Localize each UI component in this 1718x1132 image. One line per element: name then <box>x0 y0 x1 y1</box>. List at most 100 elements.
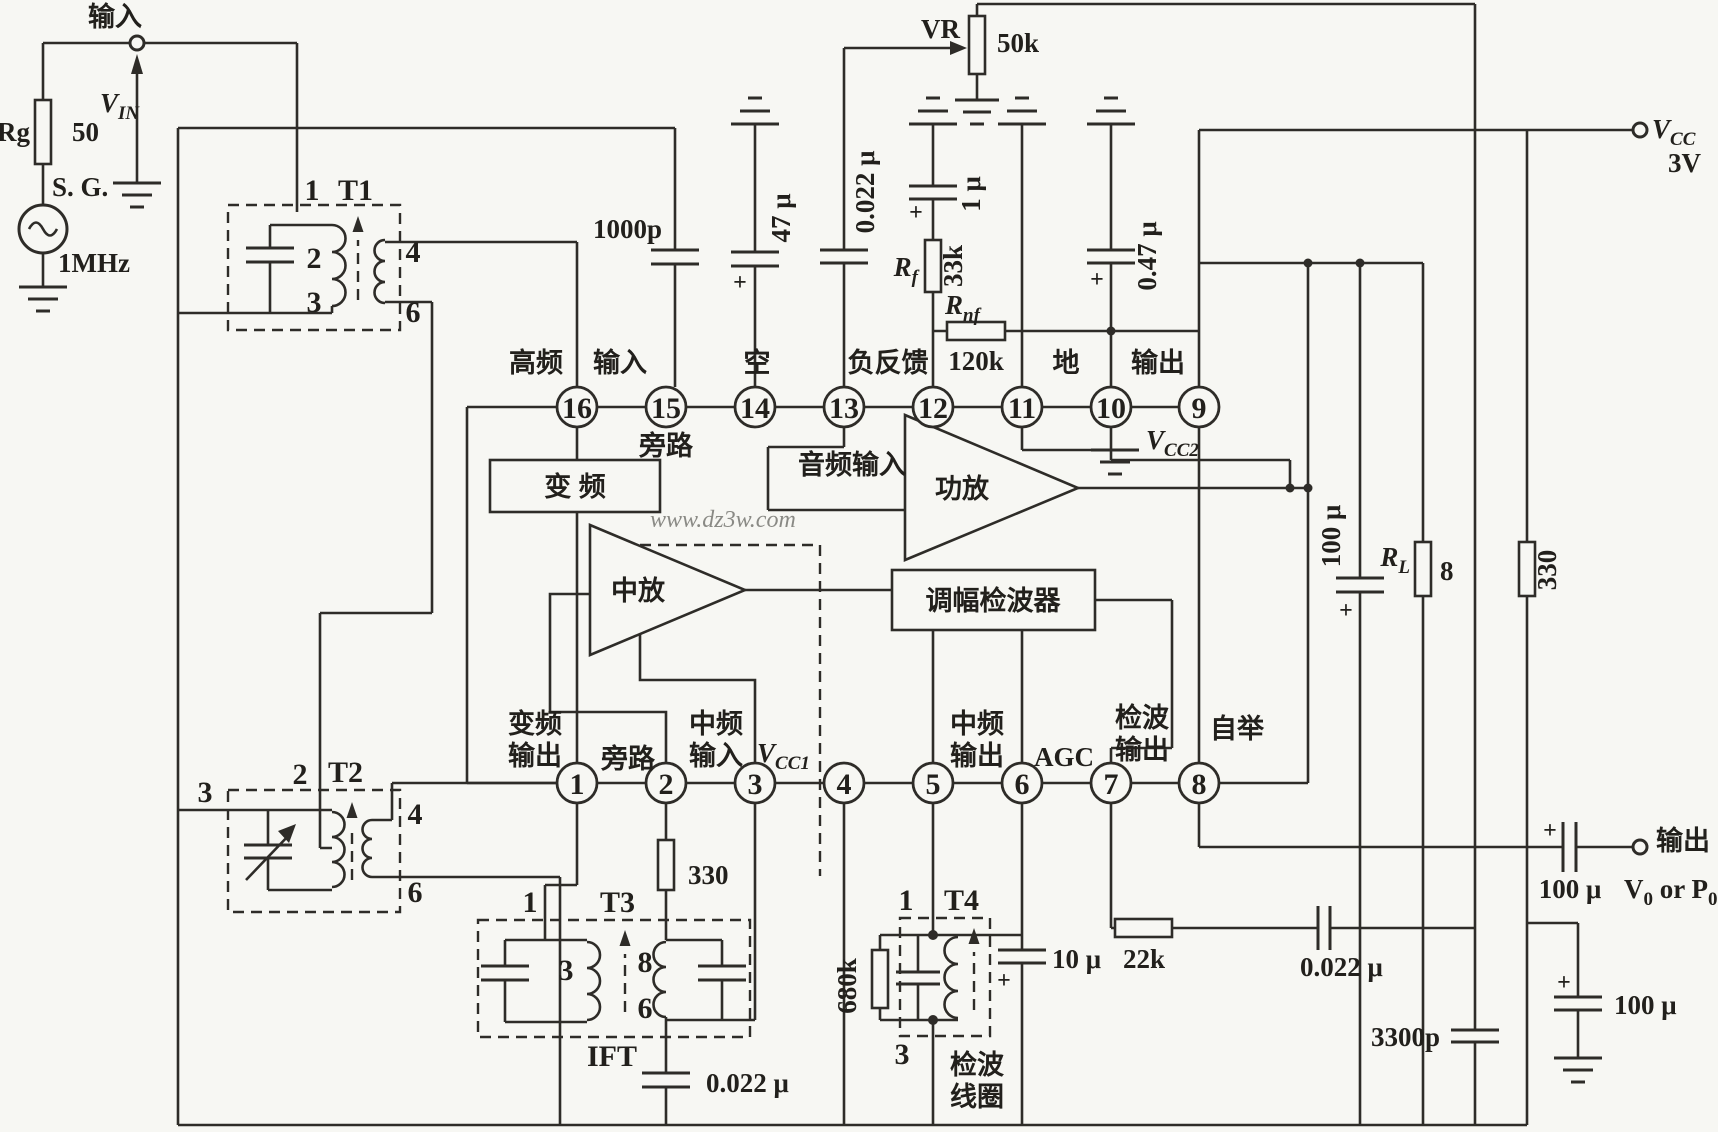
ic-pins: 16 15 14 13 12 11 10 9 1 2 3 4 5 6 7 8 <box>555 385 1221 805</box>
t2-pin3: 3 <box>198 776 213 809</box>
sg-label: S. G. <box>52 172 108 202</box>
pin5-label-b: 输出 <box>950 740 1004 771</box>
t4-cap <box>896 970 940 986</box>
svg-text:1: 1 <box>570 768 585 801</box>
t1-primary-coil <box>331 223 347 308</box>
t2-var-arrow <box>245 833 291 881</box>
cap-100u-out-value: 100 μ <box>1539 874 1602 904</box>
t1-cap <box>246 246 294 264</box>
cap-1u <box>909 184 957 201</box>
ic-pin-12: 12 <box>911 385 955 429</box>
plus-1u: + <box>909 200 923 226</box>
ic-pin-8: 8 <box>1177 761 1221 805</box>
t2-secondary-coil <box>361 818 373 879</box>
ic-pin-9: 9 <box>1177 385 1221 429</box>
t1-pin2: 2 <box>307 242 322 275</box>
cap-1u-value: 1 μ <box>956 176 986 212</box>
cap-0022-out <box>1316 906 1332 950</box>
plus-100u-dec: + <box>1339 598 1353 624</box>
resistors <box>33 14 1537 1010</box>
svg-text:2: 2 <box>659 768 674 801</box>
t3-outline <box>476 918 752 1039</box>
output-value-label: V0 or P0 <box>1624 874 1718 910</box>
signal-generator <box>17 203 69 255</box>
rnf-label: Rnf <box>944 290 982 326</box>
cap-47u-value: 47 μ <box>766 193 796 242</box>
ic-pin-4: 4 <box>822 761 866 805</box>
output-terminal <box>1631 838 1649 856</box>
t2-var-arrowhead <box>278 824 296 843</box>
freq-label: 1MHz <box>58 248 130 278</box>
resistor-330-right-value: 330 <box>1532 550 1562 591</box>
pin16-label-a: 高频 <box>509 347 563 378</box>
rg-label: Rg <box>0 117 30 147</box>
ground-47u <box>731 96 779 126</box>
am-detector-label: 调幅检波器 <box>926 585 1062 616</box>
pin15-label: 旁路 <box>638 430 694 461</box>
pin-labels: 高频 输入 旁路 空 负反馈 音频输入 地 输出 VCC2 变频 输出 旁路 中… <box>508 347 1265 774</box>
pin13-label-bottom: 音频输入 <box>798 449 906 480</box>
rg-value: 50 <box>72 117 99 147</box>
cap-100u-out <box>1561 822 1578 872</box>
t3-pin1: 1 <box>523 886 538 919</box>
pin1-label-b: 输出 <box>508 740 562 771</box>
dashed-lines <box>226 203 992 1039</box>
svg-text:10: 10 <box>1096 392 1126 425</box>
transformer-coils <box>331 223 959 1022</box>
t1-pin1: 1 <box>305 174 320 207</box>
t3-caption: IFT <box>587 1040 637 1073</box>
cap-0022-out-value: 0.022 μ <box>1300 952 1383 982</box>
t4-name: T4 <box>944 884 979 917</box>
ground-pin11 <box>1091 448 1139 476</box>
source-labels: 输入 VIN Rg 50 S. G. 1MHz <box>0 1 142 278</box>
cap-3300p-value: 3300p <box>1371 1022 1440 1052</box>
svg-text:11: 11 <box>1008 392 1036 425</box>
t2-pin6: 6 <box>408 876 423 909</box>
cap-10u <box>998 948 1046 965</box>
t1-outline <box>226 203 402 332</box>
cap-1000p-value: 1000p <box>593 214 662 244</box>
t3-cap-value: 0.022 μ <box>706 1068 789 1098</box>
t1-pin6: 6 <box>406 296 421 329</box>
input-title: 输入 <box>88 1 142 32</box>
resistor-rnf <box>945 320 1007 342</box>
ground-symbols <box>19 96 1602 1084</box>
ic-pin-5: 5 <box>911 761 955 805</box>
t3-pin3: 3 <box>559 954 574 987</box>
ic-pin-1: 1 <box>555 761 599 805</box>
t1-secondary-coil <box>373 238 386 305</box>
t4-coil <box>943 935 959 1020</box>
pin3-label-b: 输入 <box>689 740 743 771</box>
t3-right-cap <box>698 964 746 982</box>
component-labels: 1000p 47 μ 0.022 μ VR 50k 1 μ Rf 33k Rnf… <box>593 14 1718 1052</box>
t3-pin8: 8 <box>638 946 653 979</box>
cap-100u-dec <box>1336 576 1384 594</box>
ground-100u-right <box>1554 1056 1602 1084</box>
plus-47u: + <box>733 270 747 296</box>
rf-value: 33k <box>938 245 968 287</box>
t4-pin3: 3 <box>895 1038 910 1071</box>
ic-pin-16: 16 <box>555 385 599 429</box>
pin9-label: VCC2 <box>1146 425 1199 461</box>
ic-pin-11: 11 <box>1000 385 1044 429</box>
ground-sg <box>19 285 67 313</box>
cap-047u <box>1087 248 1135 265</box>
mixer-block <box>488 458 662 514</box>
svg-text:8: 8 <box>1192 768 1207 801</box>
pin5-label-a: 中频 <box>950 709 1004 739</box>
t2-pin2: 2 <box>293 758 308 791</box>
resistor-330-right <box>1517 540 1537 598</box>
cap-1000p <box>651 248 699 266</box>
pin6-label: AGC <box>1034 742 1094 772</box>
rf-label: Rf <box>893 252 920 288</box>
rnf-value: 120k <box>948 346 1004 376</box>
ic-blocks: 变 频 中放 功放 调幅检波器 <box>488 413 1097 657</box>
svg-text:3: 3 <box>748 768 763 801</box>
t1-pin3: 3 <box>307 286 322 319</box>
ic-pin-10: 10 <box>1089 385 1133 429</box>
svg-text:13: 13 <box>829 392 859 425</box>
cap-100u-gnd-value: 100 μ <box>1614 990 1677 1020</box>
vr-label: VR <box>921 14 960 44</box>
if-amp-triangle <box>588 523 749 657</box>
if-amp-label: 中放 <box>611 575 666 606</box>
